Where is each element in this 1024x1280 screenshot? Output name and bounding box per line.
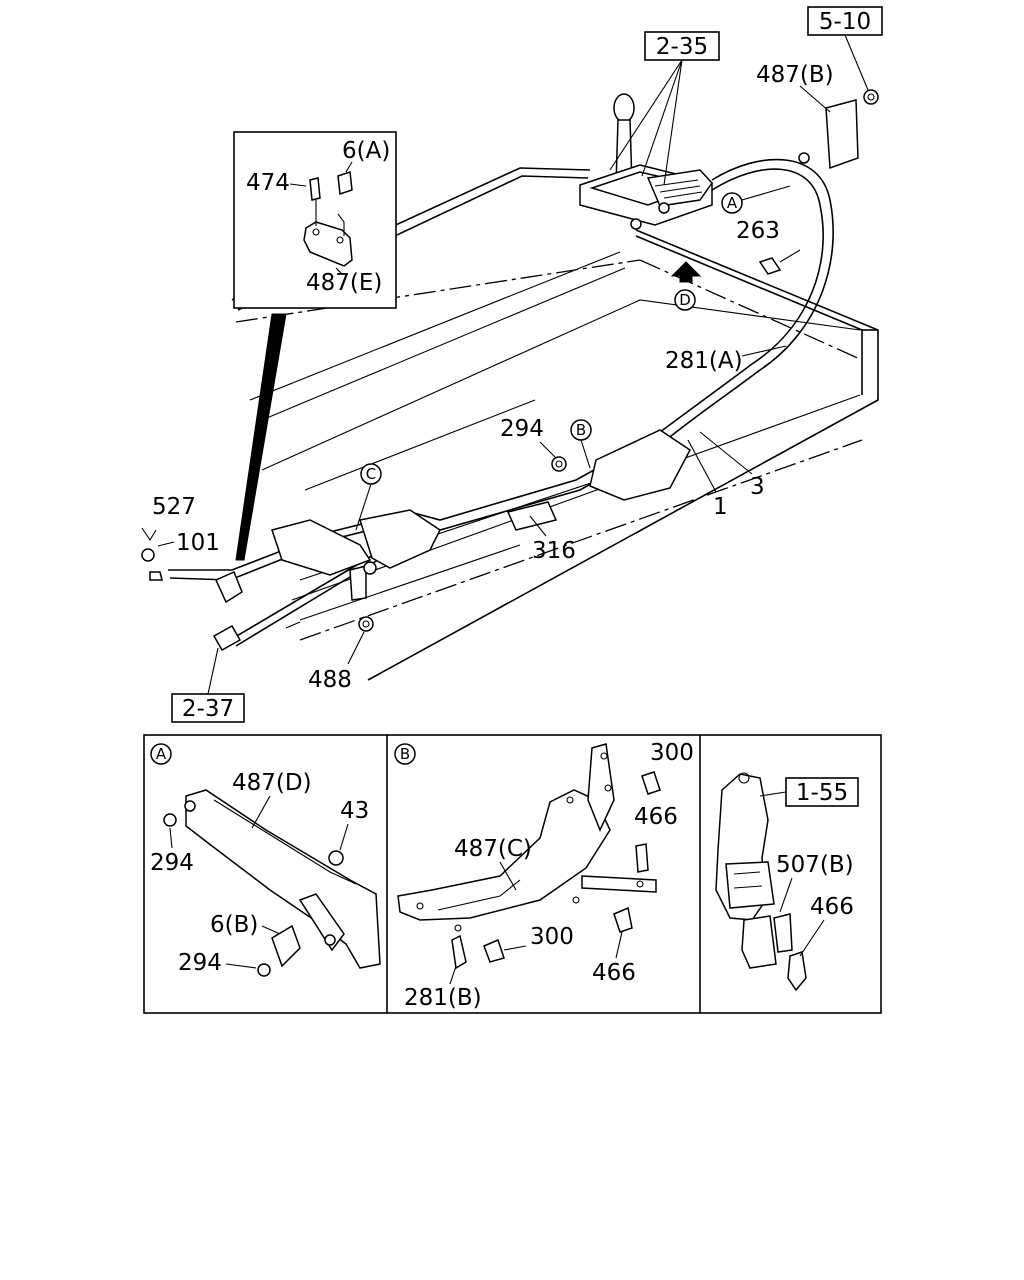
- main-labels: 487(B) 263 281(A) 294 1 3 316 527 101 48…: [152, 62, 834, 693]
- label-474: 474: [246, 170, 290, 196]
- label-281a: 281(A): [665, 348, 743, 374]
- shift-lever-assembly: [579, 93, 713, 230]
- label-316: 316: [532, 538, 576, 564]
- cable-brackets: [215, 99, 859, 604]
- label-263: 263: [736, 218, 780, 244]
- svg-text:2-37: 2-37: [182, 696, 234, 722]
- svg-text:A: A: [156, 745, 167, 763]
- label-294-main: 294: [500, 416, 544, 442]
- detail-c: 1-55 507(B) 466: [715, 772, 859, 992]
- label-294-a1: 294: [150, 850, 194, 876]
- label-3: 3: [750, 474, 765, 500]
- label-487b: 487(B): [756, 62, 834, 88]
- svg-text:2-35: 2-35: [656, 34, 708, 60]
- label-507b: 507(B): [776, 852, 854, 878]
- label-300-b1: 300: [650, 740, 694, 766]
- small-fasteners: [141, 89, 879, 632]
- label-466-b1: 466: [634, 804, 678, 830]
- label-43: 43: [340, 798, 369, 824]
- circled-callouts: A D B C: [355, 185, 791, 531]
- direction-arrow: [670, 261, 702, 283]
- svg-text:C: C: [366, 465, 376, 483]
- label-466-b2: 466: [592, 960, 636, 986]
- label-487c: 487(C): [454, 836, 532, 862]
- svg-text:A: A: [727, 194, 738, 212]
- label-294-a2: 294: [178, 950, 222, 976]
- inset-detail: 474 6(A) 487(E): [233, 131, 397, 561]
- label-527: 527: [152, 494, 196, 520]
- label-300-b2: 300: [530, 924, 574, 950]
- label-6b: 6(B): [210, 912, 258, 938]
- ref-2-37: 2-37: [171, 647, 245, 723]
- label-281b: 281(B): [404, 985, 482, 1011]
- svg-text:B: B: [576, 421, 586, 439]
- svg-text:1-55: 1-55: [796, 780, 848, 806]
- ref-2-35: 2-35: [609, 31, 720, 186]
- detail-a: A 487(D) 43 294 6(B) 294: [150, 743, 381, 977]
- ref-5-10: 5-10: [807, 6, 883, 91]
- detail-b: B 300 466 487(C) 300 466 281(B): [394, 740, 694, 1011]
- label-6a: 6(A): [342, 138, 390, 164]
- label-488: 488: [308, 667, 352, 693]
- svg-text:5-10: 5-10: [819, 9, 871, 35]
- svg-text:B: B: [400, 745, 410, 763]
- label-101: 101: [176, 530, 220, 556]
- label-487d: 487(D): [232, 770, 312, 796]
- label-487e: 487(E): [306, 270, 382, 296]
- label-466-c: 466: [810, 894, 854, 920]
- svg-text:D: D: [679, 291, 691, 309]
- label-1: 1: [713, 494, 728, 520]
